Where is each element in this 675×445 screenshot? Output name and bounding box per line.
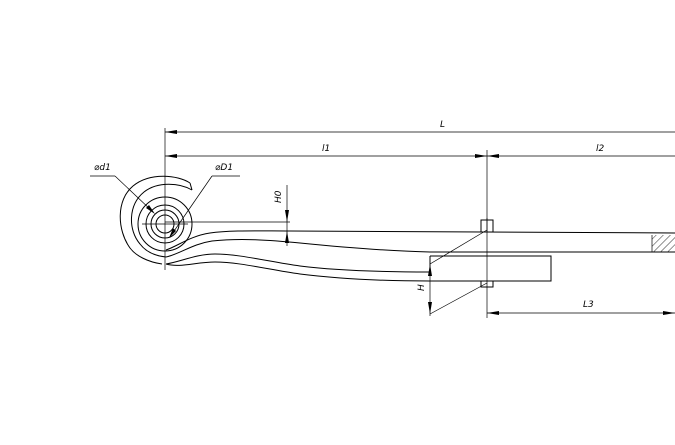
dimension-H: H: [417, 229, 488, 316]
dimension-L: L: [165, 120, 675, 134]
dimension-H0: H0: [165, 185, 290, 246]
label-D1: ⌀D1: [215, 163, 233, 173]
leader-D1: ⌀D1: [169, 163, 240, 238]
label-l1: l1: [322, 144, 330, 154]
label-H: H: [417, 284, 427, 291]
second-leaf: [165, 253, 552, 288]
label-l2: l2: [596, 144, 605, 154]
dimension-l2: l2: [487, 144, 675, 158]
label-H0: H0: [274, 190, 284, 203]
label-d1: ⌀d1: [94, 163, 111, 173]
dimension-L3: L3: [487, 300, 675, 315]
dimension-l1: l1: [165, 144, 487, 158]
label-L3: L3: [583, 300, 594, 310]
leader-d1: ⌀d1: [90, 163, 155, 214]
label-L: L: [440, 120, 445, 130]
main-leaf: [165, 218, 675, 258]
spring-eye: [119, 128, 193, 270]
